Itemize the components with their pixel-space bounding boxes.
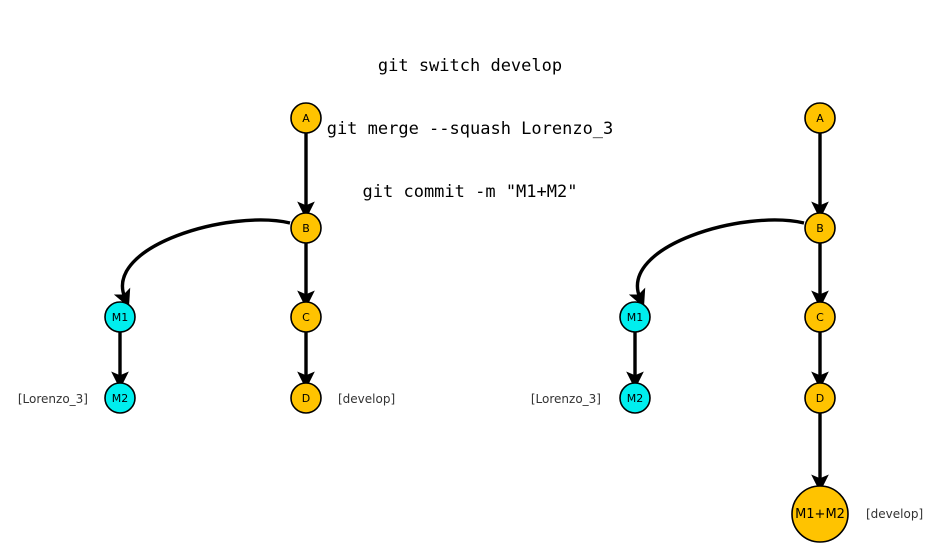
- title-line-1: git switch develop: [377, 56, 563, 76]
- commit-node-B[interactable]: B: [804, 212, 836, 244]
- branch-labels-layer: [Lorenzo_3] [develop] [Lorenzo_3] [develop]: [18, 392, 923, 521]
- commit-circle: [804, 301, 836, 333]
- commit-node-M1[interactable]: M1: [104, 301, 136, 333]
- commit-circle: [290, 212, 322, 244]
- commit-circle: [104, 301, 136, 333]
- commit-circle: [619, 301, 651, 333]
- title-line-3: git commit -m "M1+M2": [362, 182, 578, 202]
- commit-label: A: [302, 112, 310, 125]
- commit-label: D: [302, 392, 310, 405]
- edge-B-to-M1: [113, 218, 291, 308]
- commit-circle: [104, 382, 136, 414]
- commit-node-M2[interactable]: M2: [104, 382, 136, 414]
- commit-circle: [290, 102, 322, 134]
- commit-circle: [619, 382, 651, 414]
- title-line-2: git merge --squash Lorenzo_3: [326, 119, 614, 139]
- commit-circle: [290, 301, 322, 333]
- branch-label: [develop]: [866, 507, 923, 521]
- commit-node-C[interactable]: C: [290, 301, 322, 333]
- commit-label: C: [302, 311, 310, 324]
- edge-B-to-M1: [628, 218, 805, 308]
- commit-label: A: [816, 112, 824, 125]
- commit-circle: [804, 212, 836, 244]
- commit-node-M1plusM2[interactable]: M1+M2: [791, 485, 849, 543]
- branch-label: [Lorenzo_3]: [18, 392, 88, 406]
- commit-circle: [804, 102, 836, 134]
- branch-label: [Lorenzo_3]: [531, 392, 601, 406]
- commit-node-C[interactable]: C: [804, 301, 836, 333]
- commit-label: D: [816, 392, 824, 405]
- commit-node-A[interactable]: A: [290, 102, 322, 134]
- commit-label: B: [302, 222, 310, 235]
- commit-label: M1: [627, 311, 644, 324]
- commit-node-B[interactable]: B: [290, 212, 322, 244]
- commit-node-M1[interactable]: M1: [619, 301, 651, 333]
- commit-node-A[interactable]: A: [804, 102, 836, 134]
- command-title: git switch develop git merge --squash Lo…: [0, 14, 940, 245]
- commit-circle: [804, 382, 836, 414]
- commit-label: B: [816, 222, 824, 235]
- commit-label: M2: [112, 392, 129, 405]
- commit-circle: [791, 485, 849, 543]
- commit-node-M2[interactable]: M2: [619, 382, 651, 414]
- commit-label: C: [816, 311, 824, 324]
- commit-label: M2: [627, 392, 644, 405]
- commit-circle: [290, 382, 322, 414]
- commit-node-D[interactable]: D: [804, 382, 836, 414]
- branch-label: [develop]: [338, 392, 395, 406]
- commit-label: M1: [112, 311, 129, 324]
- commit-label: M1+M2: [795, 507, 845, 522]
- edges-layer: [111, 133, 829, 493]
- commit-node-D[interactable]: D: [290, 382, 322, 414]
